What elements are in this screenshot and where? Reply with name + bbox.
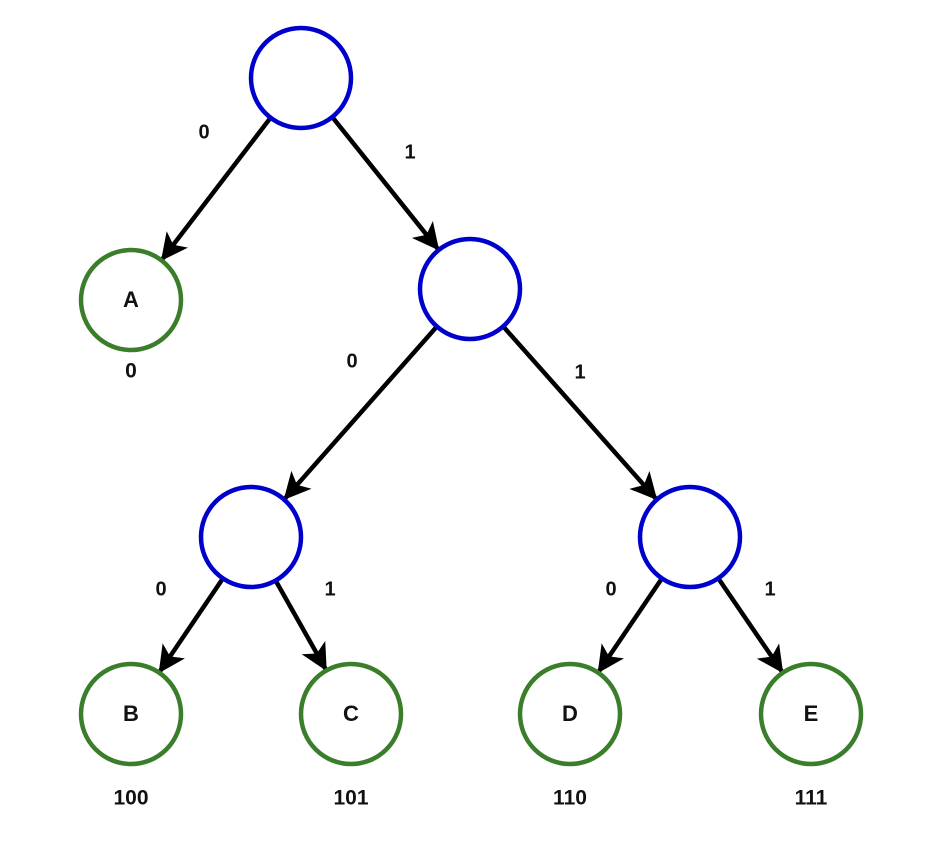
edge-n10-B bbox=[158, 577, 225, 674]
leaf-node-D bbox=[517, 661, 623, 767]
internal-node-n1 bbox=[417, 236, 523, 342]
edge-label-n10-B: 0 bbox=[155, 578, 166, 600]
leaf-label-B: B bbox=[123, 701, 139, 726]
leaf-code-D: 110 bbox=[553, 787, 587, 810]
edges bbox=[158, 115, 784, 674]
nodes bbox=[78, 25, 864, 767]
leaf-node-B bbox=[78, 661, 184, 767]
leaf-label-E: E bbox=[804, 701, 819, 726]
leaf-label-C: C bbox=[343, 701, 359, 726]
edge-n1-n10 bbox=[283, 324, 439, 501]
internal-node-root bbox=[248, 25, 354, 131]
edge-label-n10-C: 1 bbox=[324, 578, 335, 600]
internal-node-n10 bbox=[198, 484, 304, 590]
internal-node-n11 bbox=[637, 484, 743, 590]
edge-n11-D bbox=[597, 577, 664, 674]
leaf-node-C bbox=[298, 661, 404, 767]
leaf-code-A: 0 bbox=[125, 360, 137, 383]
leaf-node-A bbox=[78, 247, 184, 353]
edge-n10-C bbox=[273, 579, 328, 672]
edge-root-n1 bbox=[330, 115, 440, 251]
edge-label-n11-E: 1 bbox=[764, 578, 775, 600]
leaf-label-A: A bbox=[123, 287, 139, 312]
edge-label-root-A: 0 bbox=[198, 121, 209, 143]
edge-label-n1-n11: 1 bbox=[574, 361, 585, 383]
leaf-node-E bbox=[758, 661, 864, 767]
leaf-code-B: 100 bbox=[113, 787, 148, 810]
edge-label-root-n1: 1 bbox=[404, 141, 415, 163]
edge-n11-E bbox=[716, 577, 784, 674]
edge-n1-n11 bbox=[501, 324, 658, 501]
leaf-label-D: D bbox=[562, 701, 578, 726]
edge-label-n11-D: 0 bbox=[605, 578, 616, 600]
edge-label-n1-n10: 0 bbox=[346, 350, 357, 372]
edge-root-A bbox=[160, 116, 273, 261]
leaf-code-C: 101 bbox=[333, 787, 368, 810]
leaf-code-E: 111 bbox=[795, 787, 828, 810]
